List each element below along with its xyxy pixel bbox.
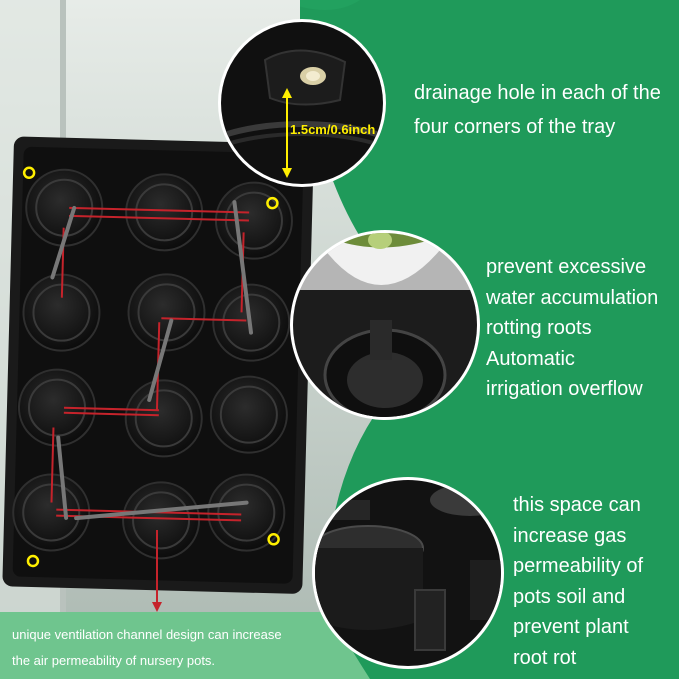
space-line: pots soil and: [513, 585, 626, 608]
space-line: increase gas: [513, 524, 627, 547]
overflow-line: irrigation overflow: [486, 378, 643, 400]
ventilation-callout: unique ventilation channel design can in…: [12, 622, 282, 674]
space-line: this space can: [513, 494, 641, 516]
ventilation-line: unique ventilation channel design can in…: [12, 627, 282, 642]
ventilation-line: the air permeability of nursery pots.: [12, 653, 216, 668]
drainage-callout: drainage hole in each of the four corner…: [414, 76, 661, 144]
seed-tray: [2, 136, 314, 594]
space-line: permeability of: [513, 555, 644, 577]
drainage-zoom: [218, 19, 386, 187]
measurement-label: 1.5cm/0.6inch: [290, 122, 376, 137]
overflow-line: Automatic: [486, 347, 575, 370]
space-zoom: [312, 477, 504, 669]
drainage-line: drainage hole in each of the: [414, 82, 661, 104]
space-callout: this space can increase gas permeability…: [513, 490, 643, 673]
overflow-line: rotting roots: [486, 317, 592, 339]
overflow-callout: prevent excessive water accumulation rot…: [486, 252, 658, 405]
space-line: prevent plant: [513, 616, 629, 638]
space-line: root rot: [513, 646, 577, 669]
overflow-line: water accumulation: [486, 286, 659, 309]
overflow-line: prevent excessive: [486, 256, 647, 278]
drainage-line: four corners of the tray: [414, 116, 616, 138]
overflow-zoom: [290, 230, 480, 420]
